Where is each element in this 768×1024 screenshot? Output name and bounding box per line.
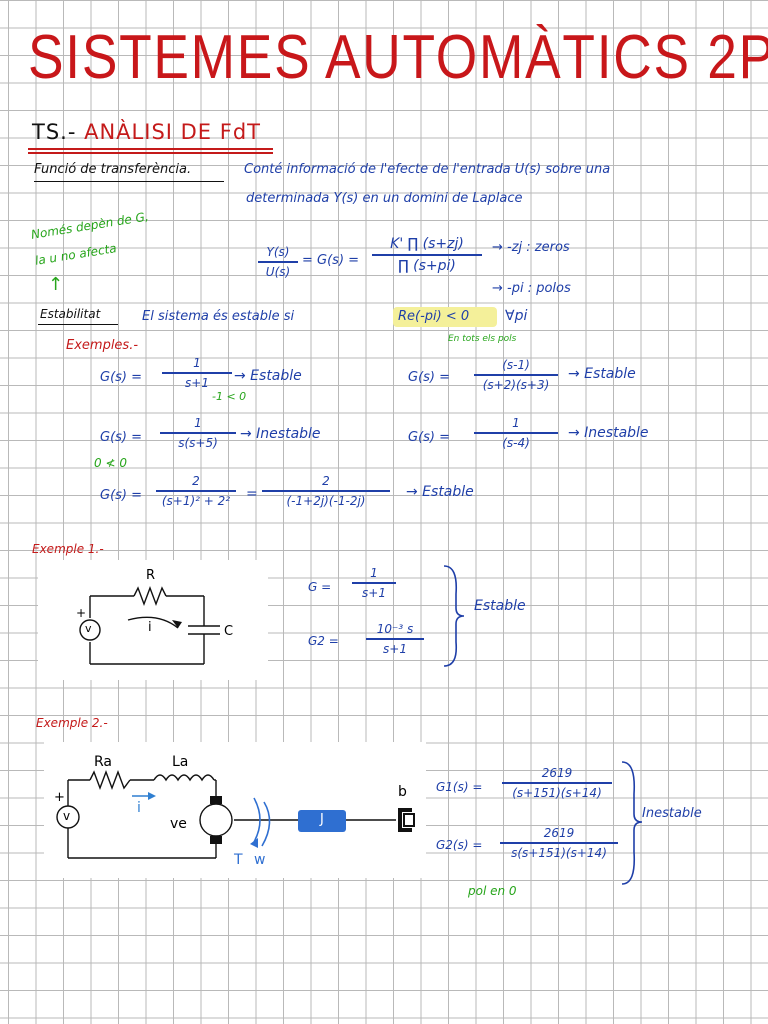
ex4-result: → Inestable (568, 425, 649, 441)
exemple2-label: Exemple 2.- (36, 716, 108, 730)
ex5-lhs: G(s) = (100, 488, 143, 503)
stab-note: En tots els pols (448, 334, 517, 344)
ex1-fraction: 1 s+1 (162, 356, 232, 390)
dc-motor-svg (56, 770, 415, 859)
ex2-g2-num: 2619 (543, 826, 575, 840)
ex1-result: Estable (474, 598, 526, 614)
examples-label: Exemples.- (66, 338, 139, 353)
ex3-den: s(s+5) (178, 435, 218, 450)
tf-zeros: → -zj : zeros (492, 240, 570, 255)
page-title: SISTEMES AUTOMÀTICS 2P (28, 23, 768, 92)
ex4-lhs: G(s) = (408, 430, 451, 445)
ex2-g1-den: (s+151)(s+14) (512, 785, 602, 800)
ex5-result: → Estable (406, 484, 474, 500)
ex3-fraction: 1 s(s+5) (160, 416, 236, 450)
ex2-g1-lhs: G1(s) = (436, 780, 483, 794)
resistor-label: R (146, 568, 156, 583)
ex1-side: -1 < 0 (212, 390, 247, 403)
source-v-2: v (63, 809, 71, 823)
tf-rhs-fraction: K' ∏ (s+zj) ∏ (s+pi) (372, 236, 482, 274)
ex4-fraction: 1 (s-4) (474, 416, 558, 450)
ex1-lhs: G(s) = (100, 370, 143, 385)
ex5-num: 2 (192, 474, 200, 488)
section-name: ANÀLISI DE FdT (84, 120, 261, 144)
stab-text: El sistema és estable si (142, 309, 295, 324)
ex2-note: pol en 0 (468, 884, 517, 898)
source-plus-2: + (54, 790, 65, 805)
omega-label: w (254, 852, 266, 868)
section-prefix: TS.- (32, 120, 77, 144)
section-heading: TS.- ANÀLISI DE FdT (32, 120, 261, 144)
ex2-g2-fraction: 2619 s(s+151)(s+14) (500, 826, 618, 860)
ex5-den: (s+1)² + 2² (161, 493, 231, 508)
dc-motor-diagram: Ra La i ve + v J b T w (44, 742, 426, 878)
ex5-den2: (-1+2j)(-1-2j) (286, 493, 366, 508)
stab-label: Estabilitat (40, 307, 101, 321)
ex1-den: s+1 (185, 375, 209, 390)
friction-label: b (398, 784, 407, 800)
ex4-num: 1 (512, 416, 520, 430)
stab-forall: ∀pi (505, 308, 528, 324)
source-v: v (85, 622, 92, 635)
ex1-g1-den: s+1 (362, 585, 386, 600)
ex1-g2-num: 10⁻³ s (376, 622, 414, 636)
ex1-g2-den: s+1 (383, 641, 407, 656)
ex3-result: → Inestable (240, 426, 321, 442)
source-plus: + (76, 606, 87, 620)
current-label: i (148, 620, 152, 635)
rc-circuit-diagram: R i C + v (38, 560, 268, 680)
ex2-fraction: (s-1) (s+2)(s+3) (474, 358, 558, 392)
tf-lhs-fraction: Y(s) U(s) (258, 245, 298, 279)
ex5-fraction-2: 2 (-1+2j)(-1-2j) (262, 474, 390, 508)
ex3-num: 1 (194, 416, 202, 430)
tf-note-1: Només depèn de G, (30, 209, 150, 242)
armature-resistance-label: Ra (94, 754, 112, 770)
ex2-g2-den: s(s+151)(s+14) (511, 845, 607, 860)
ex5-eq: = (246, 486, 258, 502)
ex5-fraction: 2 (s+1)² + 2² (156, 474, 236, 508)
ex5-num2: 2 (322, 474, 330, 488)
ex1-result: → Estable (234, 368, 302, 384)
ex4-den: (s-4) (502, 435, 530, 450)
ex2-g1-fraction: 2619 (s+151)(s+14) (502, 766, 612, 800)
armature-inductance-label: La (172, 754, 189, 770)
ex2-lhs: G(s) = (408, 370, 451, 385)
ex2-brace (621, 761, 643, 885)
ex3-lhs: G(s) = (100, 430, 143, 445)
tf-description-1: Conté informació de l'efecte de l'entrad… (244, 162, 611, 177)
ex1-g2-fraction: 10⁻³ s s+1 (366, 622, 424, 656)
tf-poles: → -pi : polos (492, 281, 571, 296)
arrow-up-icon: ↑ (48, 274, 64, 295)
tf-lhs-num: Y(s) (266, 245, 290, 259)
ex1-num: 1 (193, 356, 201, 370)
ex2-num: (s-1) (502, 358, 530, 372)
rc-circuit-svg (79, 586, 220, 665)
ex2-g1-num: 2619 (541, 766, 573, 780)
ex1-brace (443, 565, 465, 667)
ex2-result: Inestable (642, 806, 702, 821)
exemple1-label: Exemple 1.- (32, 542, 104, 556)
stab-condition: Re(-pi) < 0 (398, 309, 470, 324)
inertia-label: J (320, 812, 324, 827)
tf-den: ∏ (s+pi) (398, 257, 456, 274)
ex2-g2-lhs: G2(s) = (436, 838, 483, 852)
back-emf-label: ve (170, 816, 187, 832)
tf-description-2: determinada Y(s) en un domini de Laplace (246, 191, 523, 206)
ex1-g1-lhs: G = (308, 580, 332, 594)
ex1-g1-fraction: 1 s+1 (352, 566, 396, 600)
ex3-side: 0 ≮ 0 (94, 456, 127, 470)
ex2-den: (s+2)(s+3) (482, 377, 550, 392)
tf-label: Funció de transferència. (34, 162, 192, 177)
ex1-g1-num: 1 (370, 566, 378, 580)
tf-eq: = G(s) = (302, 253, 360, 268)
ex2-result: → Estable (568, 366, 636, 382)
tf-num: K' ∏ (s+zj) (390, 236, 464, 252)
torque-label: T (234, 852, 243, 868)
current-label-2: i (137, 800, 141, 816)
ex1-g2-lhs: G2 = (308, 634, 339, 648)
tf-note-2: la u no afecta (34, 241, 118, 268)
tf-lhs-den: U(s) (265, 264, 291, 279)
capacitor-label: C (224, 624, 234, 639)
